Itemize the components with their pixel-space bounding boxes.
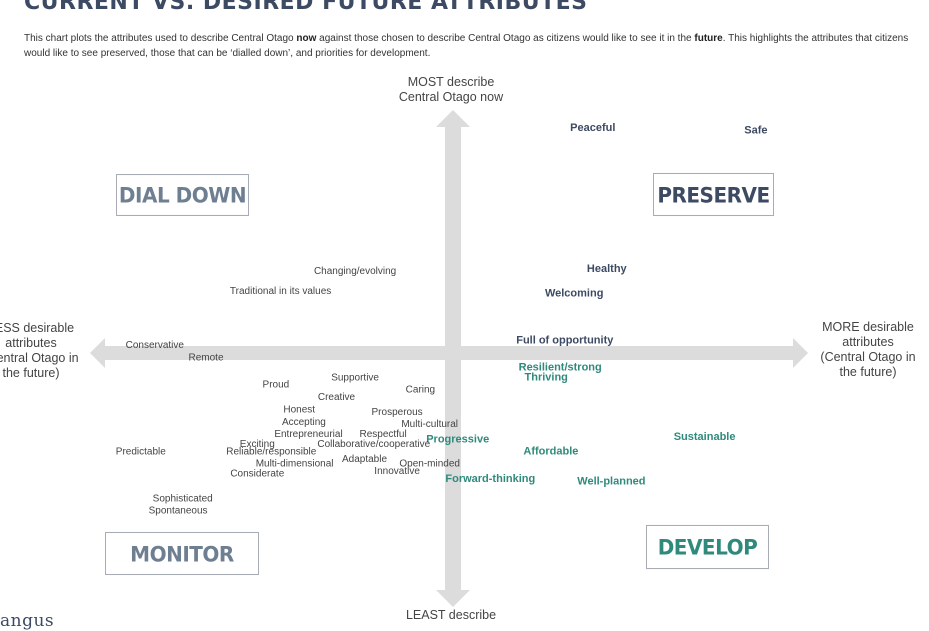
intro-part3: . This highlights the attributes that ci… — [24, 33, 909, 59]
top-axis-label-line1: MOST describe — [407, 75, 495, 89]
attribute-label: Sophisticated — [153, 493, 213, 504]
right-axis-label-line3: (Central Otago in — [820, 350, 916, 364]
attribute-label: Caring — [406, 385, 435, 396]
attribute-label: Honest — [283, 404, 315, 415]
attribute-label: Proud — [263, 380, 290, 391]
attribute-label: Changing/evolving — [314, 266, 396, 277]
intro-text: This chart plots the attributes used to … — [24, 31, 924, 61]
horizontal-axis-arrowhead-right — [793, 338, 808, 368]
attribute-label: Accepting — [282, 417, 326, 428]
attribute-label: Considerate — [230, 469, 284, 480]
attribute-label: Innovative — [374, 466, 420, 477]
attribute-label: Spontaneous — [149, 506, 208, 517]
attribute-label: Well-planned — [577, 475, 645, 487]
attribute-label: Multi-cultural — [401, 419, 458, 430]
intro-part2: against those chosen to describe Central… — [316, 33, 695, 44]
attribute-label: Open-minded — [399, 459, 460, 470]
attribute-label: Multi-dimensional — [256, 459, 334, 470]
page-title: CURRENT VS. DESIRED FUTURE ATTRIBUTES — [24, 0, 588, 15]
attribute-label: Forward-thinking — [445, 473, 535, 485]
quadrant-monitor: MONITOR — [105, 531, 259, 576]
attribute-label: Adaptable — [342, 454, 387, 465]
attribute-label: Reliable/responsible — [226, 446, 316, 457]
intro-part1: This chart plots the attributes used to … — [24, 33, 297, 44]
attribute-label: Conservative — [126, 340, 185, 351]
right-axis-label-line4: the future) — [839, 365, 897, 379]
attribute-label: Predictable — [116, 446, 166, 457]
attribute-label: Traditional in its values — [230, 286, 331, 297]
attribute-label: Resilient/strong — [519, 362, 602, 374]
bottom-axis-label-line1: LEAST describe — [405, 608, 497, 622]
attribute-label: Collaborative/cooperative — [317, 439, 430, 450]
attribute-label: Thriving — [525, 372, 568, 384]
quadrant-preserve: PRESERVE — [653, 172, 774, 217]
left-axis-label-line3: (Central Otago in — [0, 351, 79, 365]
attribute-label: Respectful — [359, 429, 406, 440]
top-axis-label-line2: Central Otago now — [398, 90, 504, 104]
quadrant-dial-down: DIAL DOWN — [116, 174, 249, 216]
attribute-label: Peaceful — [570, 122, 615, 134]
left-axis-label-line1: LESS desirable — [0, 321, 75, 335]
left-axis-label: LESS desirable attributes (Central Otago… — [0, 321, 86, 381]
attribute-label: Healthy — [587, 263, 628, 275]
left-axis-label-line2: attributes — [5, 336, 57, 350]
attribute-label: Prosperous — [372, 407, 423, 418]
vertical-axis-arrowhead-bottom — [436, 590, 470, 607]
attribute-label: Sustainable — [674, 431, 736, 443]
attribute-label: Supportive — [331, 372, 379, 383]
attribute-label: Progressive — [426, 433, 489, 445]
attribute-label: Entrepreneurial — [274, 429, 342, 440]
horizontal-axis-arrowhead-left — [90, 338, 105, 368]
vertical-axis-arrowhead-top — [436, 110, 470, 127]
top-axis-label: MOST describe Central Otago now — [376, 75, 526, 105]
left-axis-label-line4: the future) — [2, 366, 60, 380]
attribute-label: Remote — [188, 353, 223, 364]
bottom-axis-label: LEAST describe — [376, 608, 526, 623]
attribute-label: Affordable — [523, 446, 578, 458]
intro-now: now — [296, 33, 317, 44]
right-axis-label: MORE desirable attributes (Central Otago… — [812, 320, 924, 380]
quadrant-develop: DEVELOP — [646, 524, 769, 570]
axes — [90, 110, 808, 607]
attribute-label: Welcoming — [545, 288, 603, 300]
right-axis-label-line1: MORE desirable — [822, 320, 914, 334]
right-axis-label-line2: attributes — [842, 335, 894, 349]
attribute-label: Creative — [318, 392, 356, 403]
intro-future: future — [694, 33, 723, 44]
attribute-label: Safe — [744, 125, 767, 137]
brand-logo: angus — [0, 611, 55, 631]
attribute-label: Full of opportunity — [516, 335, 614, 347]
attribute-label: Exciting — [240, 439, 275, 450]
